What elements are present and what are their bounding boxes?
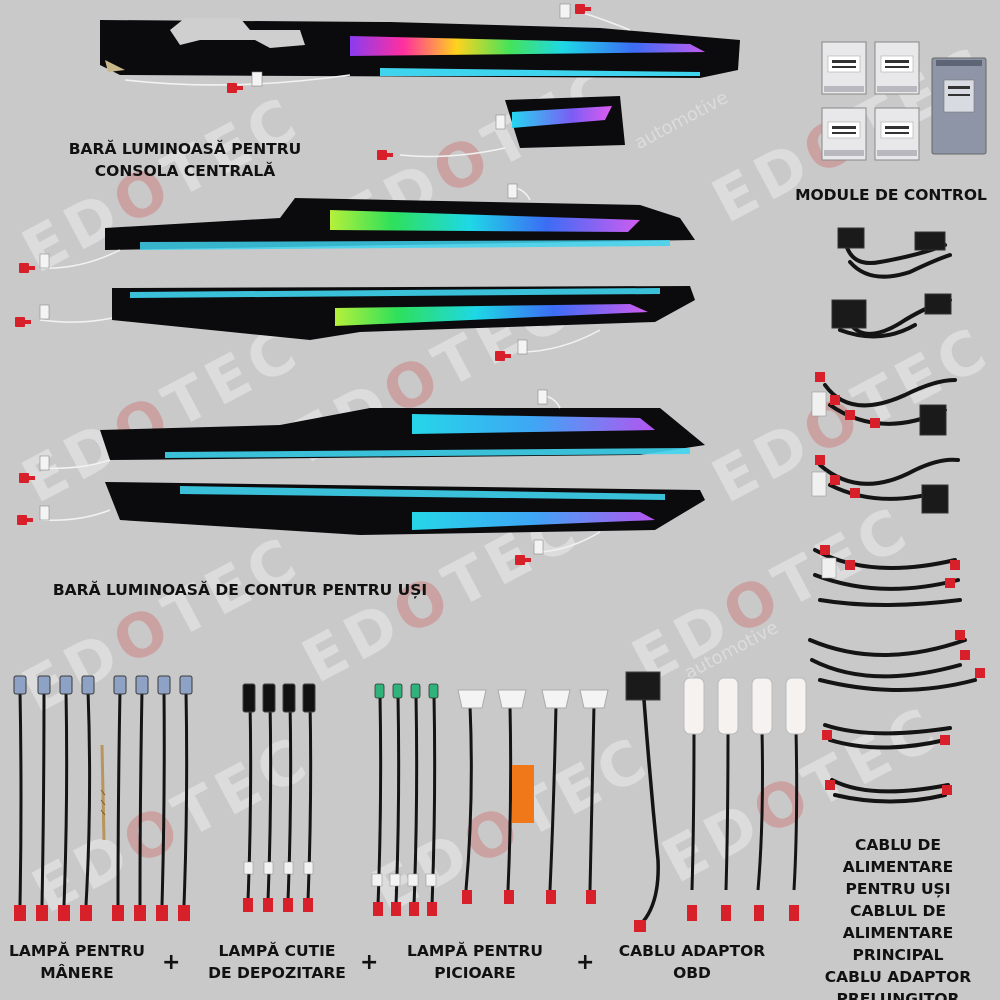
door-light-bar-4: [17, 482, 705, 565]
plus-sign: +: [360, 950, 379, 975]
storage-box-lamps: [242, 683, 316, 912]
handle-lamps: [13, 675, 193, 921]
console-light-bar: [100, 3, 740, 93]
handle-lamp-label: LAMPĂ PENTRU MÂNERE: [8, 942, 146, 982]
storage-lamp-label: LAMPĂ CUTIE DE DEPOZITARE: [208, 942, 346, 982]
foot-lamp-label: LAMPĂ PENTRU PICIOARE: [406, 942, 544, 982]
door-bar-label: BARĂ LUMINOASĂ DE CONTUR PENTRU UȘI: [52, 581, 428, 599]
control-modules: [821, 41, 987, 161]
obd-adapter-cable: [625, 671, 661, 932]
footwell-lamps: [371, 683, 439, 916]
plus-sign: +: [162, 950, 181, 975]
door-light-bar-2: [15, 286, 695, 361]
cables-label: CABLU DE ALIMENTARE PENTRU UȘI CABLUL DE…: [824, 836, 972, 1000]
door-lamps: [457, 689, 609, 904]
wiring-harnesses: [808, 227, 985, 804]
console-small-bar: [377, 96, 625, 160]
obd-cable-label: CABLU ADAPTOR OBD: [618, 942, 766, 982]
diffuser-lamps: [683, 677, 807, 921]
door-light-bar-1: [19, 183, 695, 273]
console-bar-label: BARĂ LUMINOASĂ PENTRU CONSOLA CENTRALĂ: [68, 140, 302, 180]
plus-sign: +: [576, 950, 595, 975]
door-light-bar-3: [19, 389, 705, 483]
control-modules-label: MODULE DE CONTROL: [795, 186, 987, 204]
